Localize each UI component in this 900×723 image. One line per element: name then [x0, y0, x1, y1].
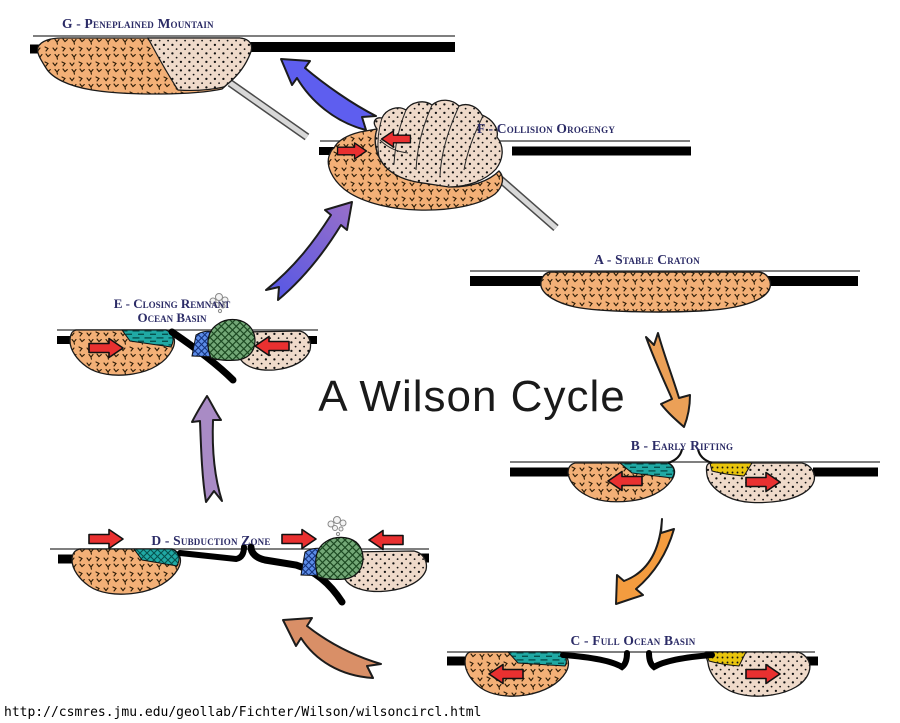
stage-f-label: F - Collision Orogengy	[477, 121, 615, 136]
rift-sediment-yellow	[709, 462, 753, 477]
stage-c: C - Full Ocean Basin	[447, 633, 818, 697]
cycle-arrow-e-to-f	[265, 201, 353, 301]
margin-sediment-teal	[133, 548, 180, 567]
stage-b: B - Early Rifting	[510, 438, 880, 504]
ocean-floor-with-ridge	[560, 650, 715, 671]
stage-e: E - Closing Remnant Ocean Basin	[57, 293, 318, 384]
stage-f: F - Collision Orogengy	[319, 99, 691, 232]
folded-mountain-belt	[373, 99, 503, 188]
cycle-arrow-b-to-c	[615, 518, 675, 605]
rifted-crust	[147, 37, 253, 91]
stage-a-label: A - Stable Craton	[594, 252, 700, 267]
ocean-floor-and-slab	[177, 543, 346, 606]
passive-margin-teal	[506, 651, 567, 667]
stage-g: G - Peneplained Mountain	[30, 16, 455, 141]
volcano-smoke	[327, 516, 347, 537]
cycle-arrow-d-to-e	[191, 395, 223, 503]
stage-d: D - Subduction Zone	[50, 516, 429, 606]
passive-margin-yellow	[705, 651, 747, 667]
stage-a: A - Stable Craton	[470, 252, 860, 313]
stage-d-label: D - Subduction Zone	[151, 533, 270, 548]
cycle-arrows	[191, 58, 691, 679]
cycle-arrow-f-to-g	[280, 58, 377, 131]
rift-gap-hooks	[667, 448, 713, 465]
stage-b-label: B - Early Rifting	[631, 438, 733, 453]
stage-e-label-line1: E - Closing Remnant	[114, 296, 231, 311]
margin-sediment-teal	[121, 329, 174, 348]
stage-c-label: C - Full Ocean Basin	[570, 633, 695, 648]
stage-e-label-line2: Ocean Basin	[137, 310, 207, 325]
volcanic-arc	[315, 536, 364, 580]
plate-motion-arrow	[88, 528, 124, 550]
source-url: http://csmres.jmu.edu/geollab/Fichter/Wi…	[4, 705, 481, 720]
stage-g-label: G - Peneplained Mountain	[62, 16, 214, 31]
diagram-title: A Wilson Cycle	[318, 372, 625, 421]
detached-slab	[497, 175, 559, 232]
plate-motion-arrow	[281, 528, 317, 550]
relict-subduction-slab	[227, 79, 310, 141]
plate-motion-arrow	[368, 529, 404, 551]
cycle-arrow-c-to-d	[282, 617, 382, 679]
volcanic-arc	[207, 318, 256, 361]
craton-crust	[540, 271, 772, 313]
cycle-arrow-a-to-b	[645, 332, 691, 428]
